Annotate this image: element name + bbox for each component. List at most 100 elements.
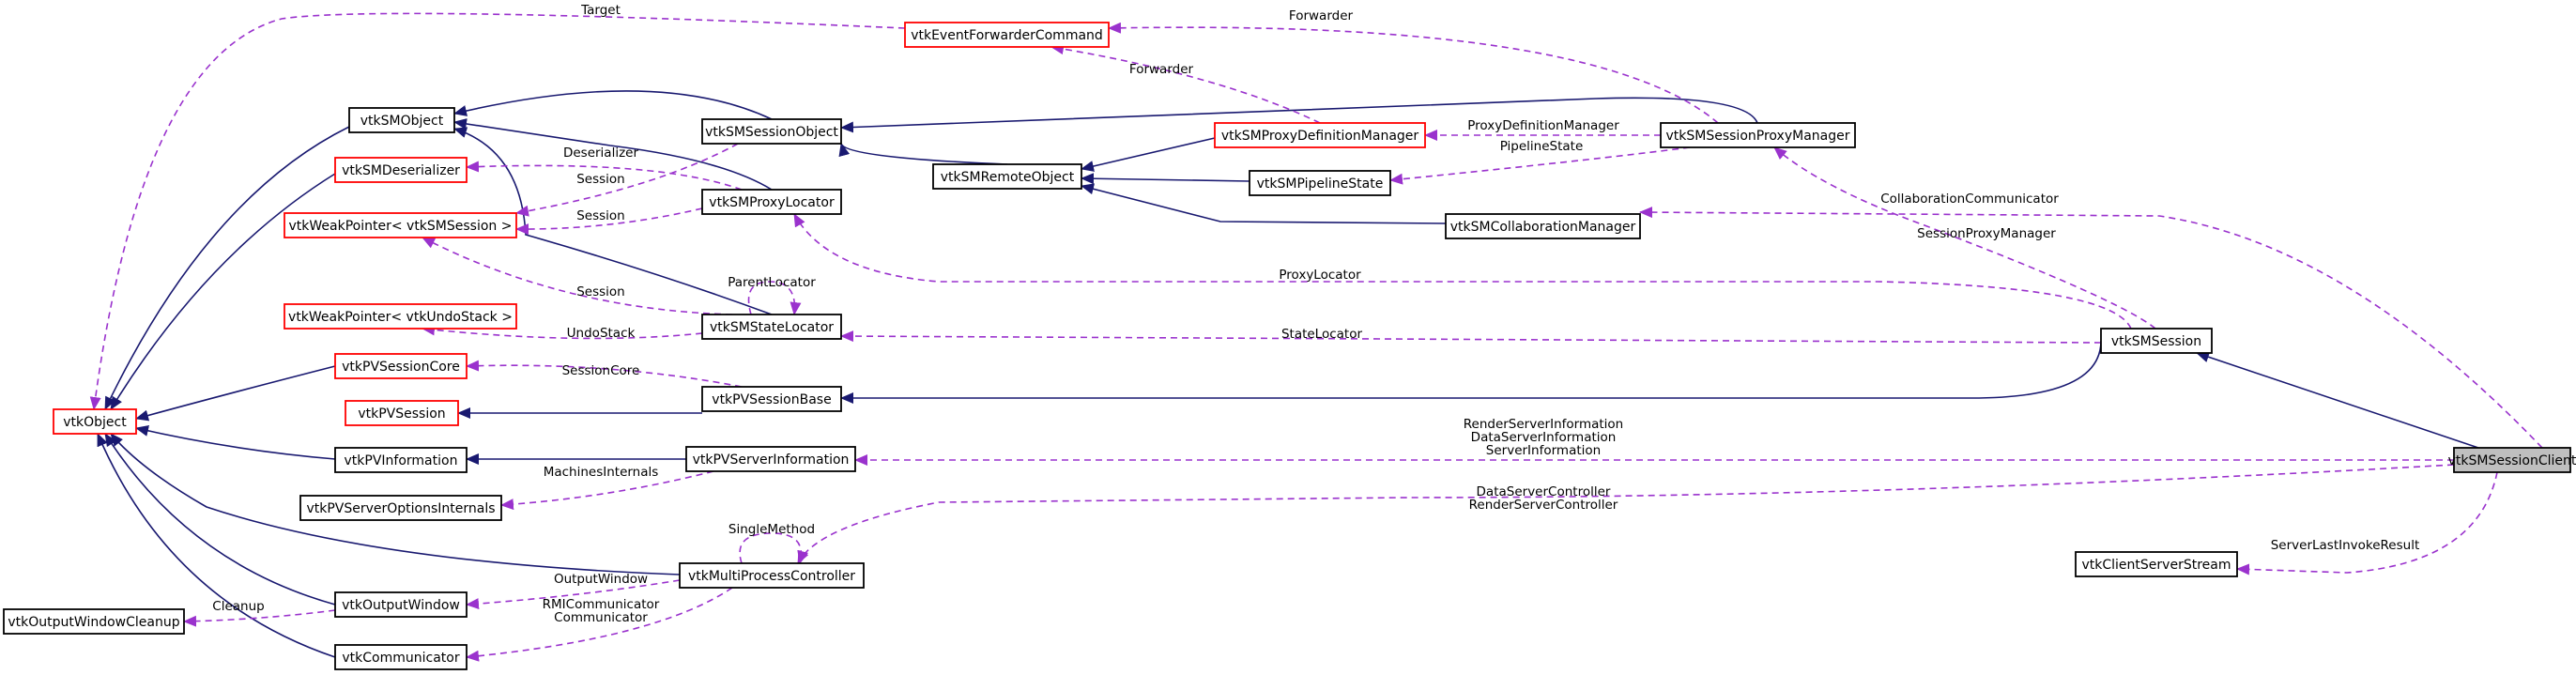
class-node-vtkPVServerOptionsInternals[interactable]: vtkPVServerOptionsInternals [299,495,502,521]
usage-edge-41 [183,609,336,627]
class-node-vtkPVServerInformation[interactable]: vtkPVServerInformation [685,446,856,472]
class-node-vtkOutputWindow[interactable]: vtkOutputWindow [334,591,468,618]
class-node-box [3,608,185,635]
class-node-vtkSMObject[interactable]: vtkSMObject [348,107,455,133]
class-node-label: vtkSMSessionClient [2448,453,2576,468]
class-node-box [284,212,517,238]
usage-edge-20 [1050,43,1321,124]
edge-label: RMICommunicator [543,597,660,612]
class-node-box [701,386,842,412]
usage-edge-27 [840,330,2102,344]
class-node-vtkSMSessionClient[interactable]: vtkSMSessionClient [2448,447,2576,473]
class-node-label: vtkWeakPointer< vtkUndoStack > [288,310,513,325]
usage-edge-19 [1108,22,1719,124]
edge-label: StateLocator [1281,327,1363,342]
class-node-vtkSMProxyDefinitionManager[interactable]: vtkSMProxyDefinitionManager [1214,122,1426,148]
class-node-vtkSMPipelineState[interactable]: vtkSMPipelineState [1249,170,1391,196]
usage-edge-23 [1389,146,1691,185]
inheritance-edge-3 [453,90,773,120]
class-node-label: vtkEventForwarderCommand [911,28,1103,43]
class-node-vtkClientServerStream[interactable]: vtkClientServerStream [2075,551,2238,577]
usage-edge-31 [422,237,733,315]
edge-label: Session [576,172,625,187]
class-node-label: vtkSMSessionObject [705,125,838,140]
inheritance-edge-7 [838,143,1008,165]
class-node-box [685,446,856,472]
class-node-box [701,314,842,340]
class-node-vtkSMSessionObject[interactable]: vtkSMSessionObject [701,118,842,145]
class-node-box [1445,213,1641,239]
inheritance-edge-6 [1081,183,1447,224]
class-node-vtkSMDeserializer[interactable]: vtkSMDeserializer [334,157,468,183]
class-node-box [299,495,502,521]
class-node-vtkEventForwarderCommand[interactable]: vtkEventForwarderCommand [904,22,1110,48]
edge-label: ServerLastInvokeResult [2271,538,2420,553]
class-node-label: vtkObject [63,415,127,430]
class-node-box [701,189,842,215]
usage-edge-38 [739,532,808,564]
class-node-label: vtkSMProxyLocator [709,195,835,210]
inheritance-edge-11 [110,173,336,410]
nodes-layer: vtkSMSessionClient vtkSMSession vtkClientS… [3,22,2576,670]
class-node-box [2100,328,2213,354]
class-node-vtkSMSessionProxyManager[interactable]: vtkSMSessionProxyManager [1660,122,1856,148]
class-node-label: vtkPVInformation [345,453,458,468]
edge-label: DataServerController [1477,484,1611,499]
class-node-label: vtkMultiProcessController [688,569,855,584]
class-node-vtkPVSessionCore[interactable]: vtkPVSessionCore [334,353,468,379]
edge-label: Deserializer [563,146,639,161]
class-node-vtkPVSessionBase[interactable]: vtkPVSessionBase [701,386,842,412]
class-node-vtkOutputWindowCleanup[interactable]: vtkOutputWindowCleanup [3,608,185,635]
class-node-vtkWeakPointerUndoStack[interactable]: vtkWeakPointer< vtkUndoStack > [284,303,517,330]
class-node-vtkSMSession[interactable]: vtkSMSession [2100,328,2213,354]
edge-label: Session [576,284,625,299]
class-node-vtkSMCollaborationManager[interactable]: vtkSMCollaborationManager [1445,213,1641,239]
usage-edge-24 [1639,207,2543,449]
class-node-vtkSMRemoteObject[interactable]: vtkSMRemoteObject [932,163,1082,190]
inheritance-edge-0 [2196,351,2479,449]
usage-edge-37 [797,464,2455,564]
class-node-vtkPVSession[interactable]: vtkPVSession [345,400,459,426]
usage-edge-34 [466,360,743,388]
class-node-label: vtkPVSessionBase [712,392,831,407]
class-node-label: vtkPVSession [358,407,445,422]
usage-edge-25 [1773,146,2156,330]
class-node-label: vtkSMDeserializer [342,163,460,178]
class-node-vtkObject[interactable]: vtkObject [53,408,137,435]
class-node-label: vtkSMSession [2111,334,2201,349]
edge-label: MachinesInternals [544,465,659,480]
class-node-label: vtkOutputWindowCleanup [8,615,179,630]
inheritance-edge-9 [453,127,773,315]
class-node-vtkSMStateLocator[interactable]: vtkSMStateLocator [701,314,842,340]
usage-edge-26 [793,213,2132,330]
class-node-box [345,400,459,426]
edge-label: CollaborationCommunicator [1880,192,2059,207]
edge-label: Forwarder [1289,8,1354,23]
class-node-vtkMultiProcessController[interactable]: vtkMultiProcessController [679,562,865,589]
class-node-vtkCommunicator[interactable]: vtkCommunicator [334,644,468,670]
class-node-label: vtkSMPipelineState [1257,176,1384,192]
edge-label: SingleMethod [728,522,815,537]
inheritance-edge-16 [110,433,681,575]
edge-labels-layer: ForwarderForwarderTargetProxyDefinitionM… [212,3,2419,625]
usage-edge-36 [500,470,714,511]
edges-layer [89,12,2543,662]
class-node-vtkWeakPointerSession[interactable]: vtkWeakPointer< vtkSMSession > [284,212,517,238]
edge-label: SessionCore [562,363,640,378]
usage-edge-39 [2236,471,2498,575]
class-node-label: vtkClientServerStream [2082,558,2231,573]
class-node-box [1660,122,1856,148]
class-node-label: vtkPVServerOptionsInternals [306,501,495,516]
class-node-vtkSMProxyLocator[interactable]: vtkSMProxyLocator [701,189,842,215]
class-node-vtkPVInformation[interactable]: vtkPVInformation [334,447,468,473]
usage-edge-28 [466,161,743,191]
inheritance-edge-8 [453,118,773,191]
inheritance-edge-5 [1081,173,1250,185]
edge-label: RenderServerController [1469,498,1618,513]
edge-label: ParentLocator [728,275,816,290]
edge-label: OutputWindow [554,572,648,587]
class-node-box [334,353,468,379]
usage-edge-32 [747,281,802,315]
class-node-box [2075,551,2238,577]
